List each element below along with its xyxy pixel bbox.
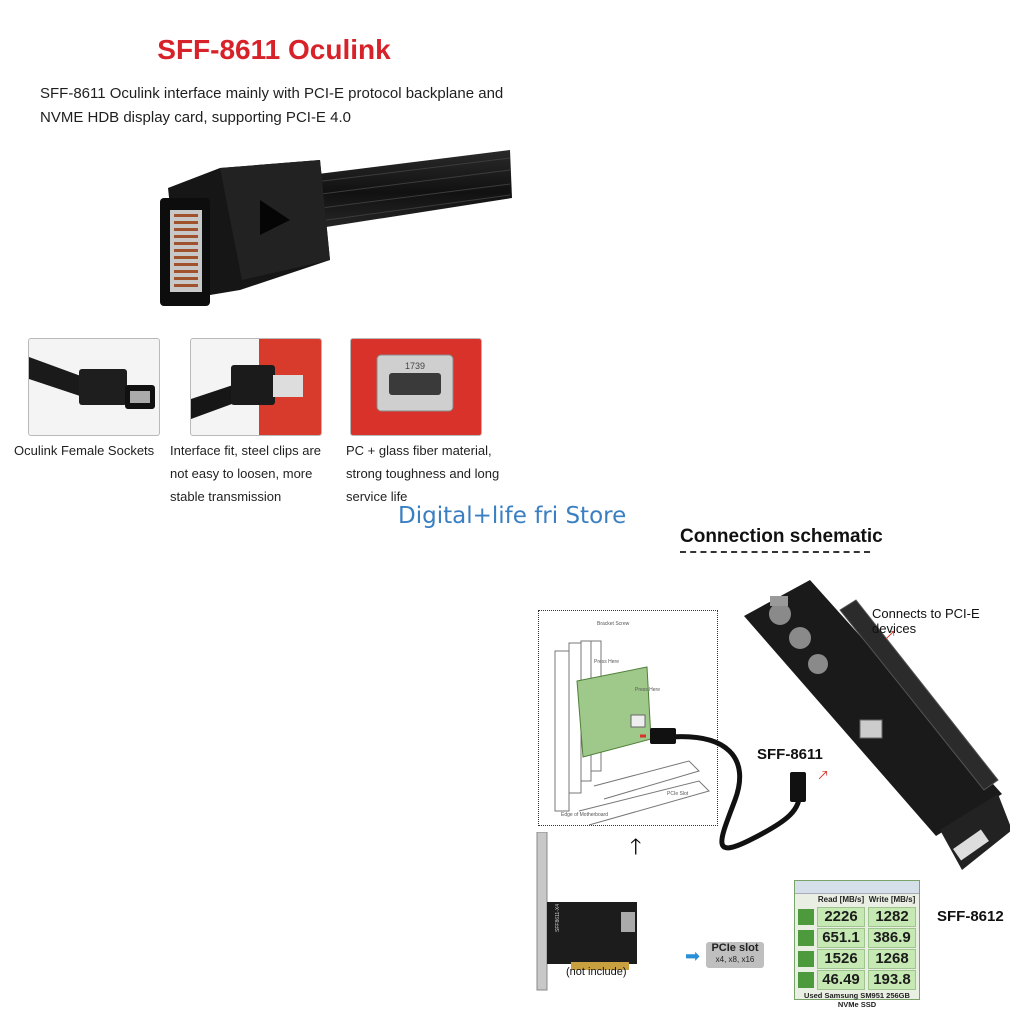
feature-caption-2: Interface fit, steel clips are not easy … xyxy=(170,443,322,504)
benchmark-column-headers: Read [MB/s] Write [MB/s] xyxy=(795,894,919,906)
label-connects-pcie: Connects to PCI-E devices xyxy=(872,606,980,636)
oculink-cable xyxy=(640,728,806,851)
schematic-heading-underline xyxy=(680,551,870,553)
benchmark-write: 193.8 xyxy=(868,969,916,990)
page-title: SFF-8611 Oculink xyxy=(157,34,391,65)
pcie-riser-board xyxy=(744,580,1010,870)
adapter-silkscreen: SFF8611-X4 xyxy=(555,904,561,932)
socket-chip-text: 1739 xyxy=(405,361,425,371)
benchmark-footer: Used Samsung SM951 256GB NVMe SSD xyxy=(804,991,910,1009)
benchmark-write: 386.9 xyxy=(868,927,916,948)
diagram-bracket-screw: Bracket Screw xyxy=(597,621,630,627)
schematic-heading: Connection schematic xyxy=(680,526,883,547)
feature-caption-1: Oculink Female Sockets xyxy=(14,443,155,458)
arrow-8611-icon: 🡕 xyxy=(818,767,828,784)
intro-text: SFF-8611 Oculink interface mainly with P… xyxy=(40,85,504,126)
benchmark-col-write: Write [MB/s] xyxy=(868,895,916,904)
feature-thumb-steel-clip xyxy=(190,338,322,436)
diagram-pcie-slot: PCIe Slot xyxy=(667,791,689,797)
not-include-label: (not include) xyxy=(566,966,627,978)
benchmark-row-tag xyxy=(798,929,814,946)
pcie-adapter-card: SFF8611-X4 xyxy=(536,832,637,991)
benchmark-row-tag xyxy=(798,950,814,967)
feature-thumb-female-socket xyxy=(28,338,160,436)
pcie-slot-chip: PCIe slot x4, x8, x16 xyxy=(706,942,764,968)
benchmark-col-read: Read [MB/s] xyxy=(817,895,865,904)
pcie-slot-sub: x4, x8, x16 xyxy=(715,955,755,964)
arrow-up-icon: 🡑 xyxy=(630,834,642,859)
benchmark-read: 1526 xyxy=(817,948,865,969)
store-watermark: Digital+life fri Store xyxy=(398,503,627,529)
benchmark-write: 1282 xyxy=(868,906,916,927)
arrow-right-icon: ➡ xyxy=(685,946,701,966)
benchmark-read: 46.49 xyxy=(817,969,865,990)
feature-caption-3: PC + glass fiber material, strong toughn… xyxy=(346,443,500,504)
diagram-press-here-1: Press Here xyxy=(594,659,619,665)
benchmark-read: 651.1 xyxy=(817,927,865,948)
label-sff-8612: SFF-8612 xyxy=(937,908,1004,925)
benchmark-row-tag xyxy=(798,971,814,988)
pcie-slot-title: PCIe slot xyxy=(711,942,759,954)
diagram-motherboard: Edge of Motherboard xyxy=(561,812,608,818)
benchmark-row-tag xyxy=(798,908,814,925)
diagram-press-here-2: Press Here xyxy=(635,687,660,693)
feature-thumb-socket-material: 1739 xyxy=(350,338,482,436)
benchmark-read: 2226 xyxy=(817,906,865,927)
install-diagram-box: Bracket Screw Press Here Press Here PCIe… xyxy=(538,610,718,826)
benchmark-write: 1268 xyxy=(868,948,916,969)
arrow-devices-icon: 🡕 xyxy=(885,627,895,644)
label-sff-8611: SFF-8611 xyxy=(757,746,823,763)
oculink-connector-image xyxy=(160,150,512,306)
benchmark-titlebar xyxy=(795,881,919,894)
